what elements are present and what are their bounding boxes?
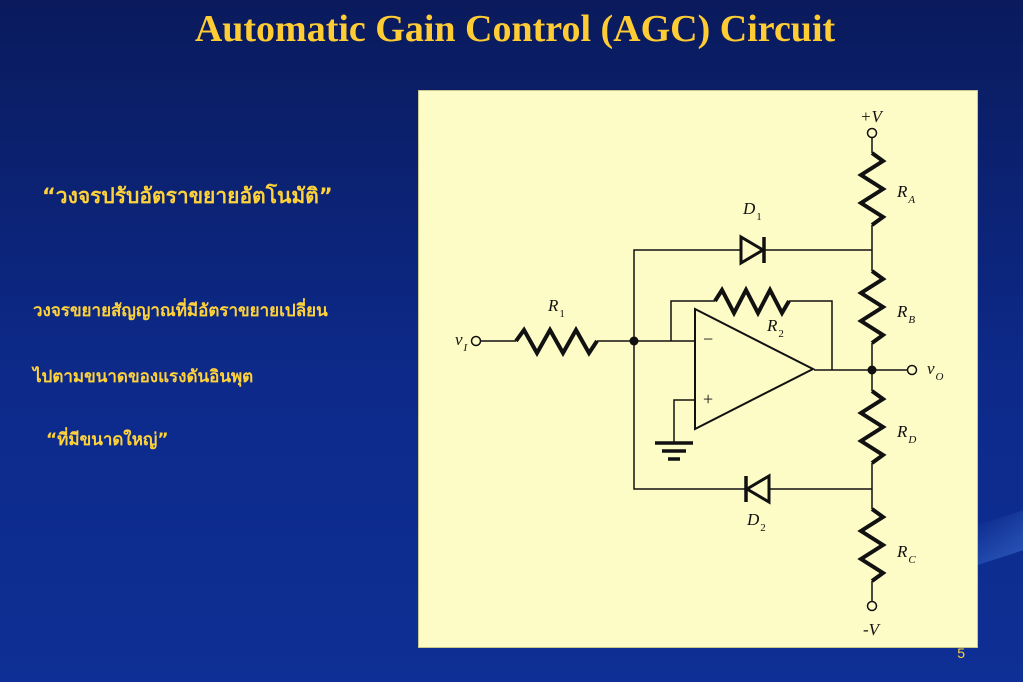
label-vi: vI xyxy=(455,330,469,354)
label-r2: R2 xyxy=(766,316,784,340)
wire-d2-branch xyxy=(633,341,872,490)
vo-terminal xyxy=(906,364,918,376)
slide-title: Automatic Gain Control (AGC) Circuit xyxy=(194,8,836,50)
description-line-3: “ที่มีขนาดใหญ่” xyxy=(46,430,169,450)
label-d2: D2 xyxy=(746,510,766,534)
wire-ground xyxy=(673,399,695,443)
diode-d1-triangle xyxy=(739,234,766,266)
label-ra: RA xyxy=(896,182,915,206)
resistor-rd xyxy=(857,389,887,465)
resistor-r1 xyxy=(514,325,599,358)
vminus-label: -V xyxy=(863,620,882,639)
vi-terminal xyxy=(470,335,482,347)
circuit-diagram: +V RA RB vO RD RC -V D1 D xyxy=(455,107,944,639)
resistor-r2 xyxy=(713,285,791,318)
description-line-2: ไปตามขนาดของแรงดันอินพุต xyxy=(33,367,254,387)
label-vo: vO xyxy=(927,359,944,383)
label-rb: RB xyxy=(896,302,915,326)
wire-r2-right xyxy=(789,300,833,370)
thai-heading: “วงจรปรับอัตราขยายอัตโนมัติ” xyxy=(42,184,333,208)
resistor-rc xyxy=(857,507,887,583)
vplus-label: +V xyxy=(860,107,884,126)
resistor-rb xyxy=(857,269,887,345)
resistor-ra xyxy=(857,151,887,227)
opamp-minus-sign: − xyxy=(703,329,713,349)
circuit-diagram-panel: +V RA RB vO RD RC -V D1 D xyxy=(418,90,978,648)
inverting-node xyxy=(629,336,639,346)
label-rc: RC xyxy=(896,542,916,566)
label-d1: D1 xyxy=(742,199,762,223)
vminus-terminal xyxy=(866,600,878,612)
diode-d2-triangle xyxy=(744,473,771,505)
page-number: 5 xyxy=(957,645,965,661)
label-rd: RD xyxy=(896,422,916,446)
label-r1: R1 xyxy=(547,296,565,320)
opamp-plus-sign: + xyxy=(703,389,713,409)
description-line-1: วงจรขยายสัญญาณที่มีอัตราขยายเปลี่ยน xyxy=(33,301,328,321)
vplus-terminal xyxy=(866,127,878,139)
wire-d1-branch xyxy=(633,249,872,341)
opamp-triangle xyxy=(694,307,816,431)
wire-r2-left xyxy=(670,300,715,341)
